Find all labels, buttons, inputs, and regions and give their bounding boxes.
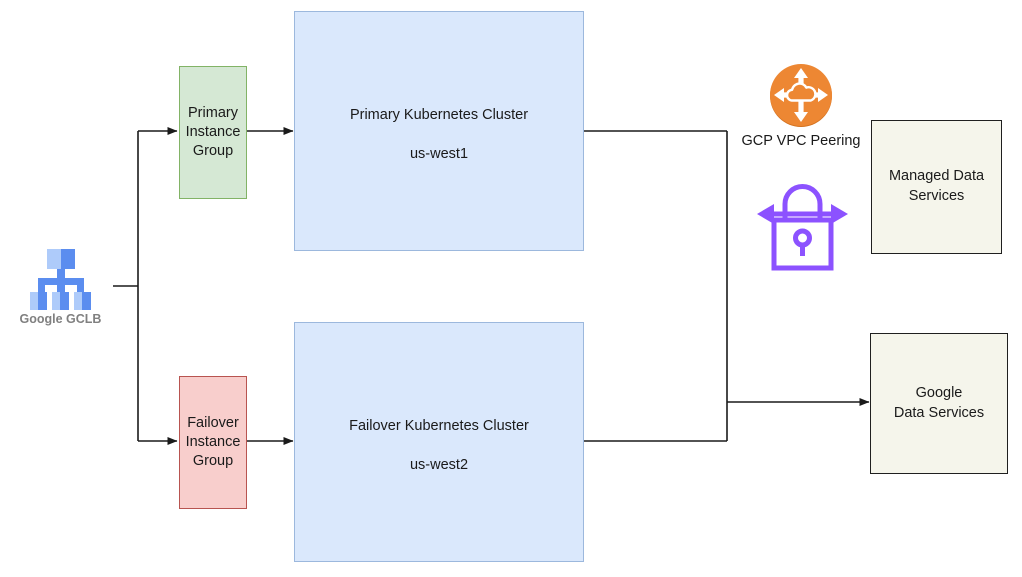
node-google-gclb[interactable]: Google GCLB [8,248,113,326]
google-data-services-line-2: Data Services [893,404,985,421]
failover-cluster-title: Failover Kubernetes Cluster [349,418,529,434]
managed-data-services-line-1: Managed Data [888,168,985,185]
google-gclb-label: Google GCLB [19,312,102,326]
node-primary-instance-group[interactable]: Primary Instance Group [179,66,247,199]
node-primary-kubernetes-cluster[interactable]: Primary Kubernetes Cluster us-west1 [294,11,584,251]
failover-instance-group-line-3: Group [192,453,234,470]
failover-instance-group-line-1: Failover [187,414,239,431]
managed-data-services-line-2: Services [908,188,965,204]
node-google-data-services[interactable]: Google Data Services [870,333,1008,474]
failover-cluster-region: us-west2 [409,457,469,474]
primary-cluster-title: Primary Kubernetes Cluster [349,107,529,123]
gcp-vpc-peering-label: GCP VPC Peering [741,133,861,149]
node-failover-instance-group[interactable]: Failover Instance Group [179,376,247,509]
failover-instance-group-line-2: Instance [185,433,241,450]
node-secure-link[interactable] [755,172,850,272]
primary-cluster-region: us-west1 [409,146,469,163]
vpc-peering-icon [770,64,832,127]
primary-instance-group-line-3: Group [192,143,234,160]
google-cloud-load-balancer-icon [29,249,91,310]
primary-instance-group-line-2: Instance [185,123,241,140]
google-data-services-line-1: Google [915,384,963,401]
primary-instance-group-line-1: Primary [188,104,238,121]
node-managed-data-services[interactable]: Managed Data Services [871,120,1002,254]
node-gcp-vpc-peering[interactable]: GCP VPC Peering [736,62,866,149]
node-failover-kubernetes-cluster[interactable]: Failover Kubernetes Cluster us-west2 [294,322,584,562]
secure-lock-arrow-icon [757,184,848,271]
